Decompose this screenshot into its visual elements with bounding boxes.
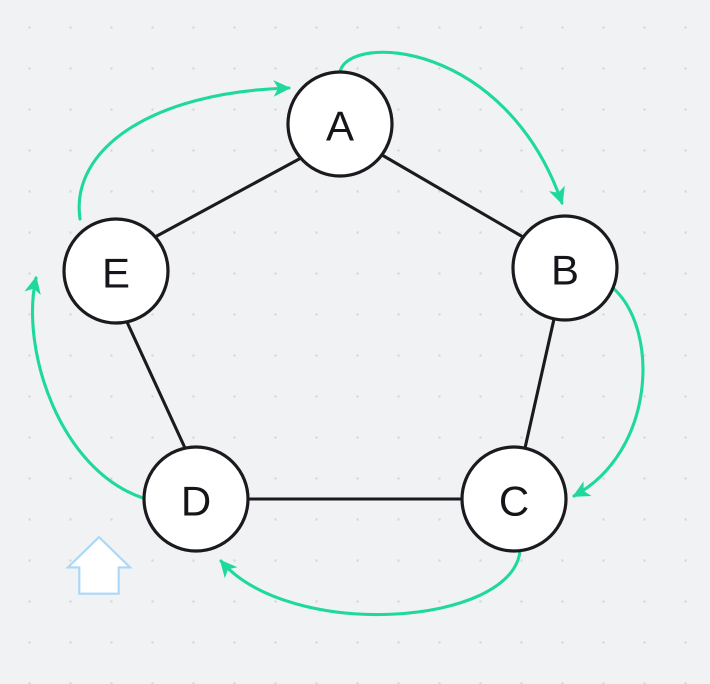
node-C[interactable]: C <box>460 445 568 553</box>
arrow-pointer-shape <box>65 535 133 595</box>
node-E-circle[interactable] <box>62 217 170 325</box>
flow-arrow-group <box>24 50 645 616</box>
node-E-label: E <box>102 250 130 297</box>
node-A-label: A <box>326 103 354 150</box>
node-C-circle[interactable] <box>460 445 568 553</box>
node-D-label: D <box>181 478 211 525</box>
node-C-label: C <box>499 478 529 525</box>
node-D-circle[interactable] <box>142 445 250 553</box>
flow-arrow-E-to-A <box>77 80 291 221</box>
node-B[interactable]: B <box>511 214 619 322</box>
node-D[interactable]: D <box>142 445 250 553</box>
node-A[interactable]: A <box>286 70 394 178</box>
flow-arrow-B-to-C <box>572 286 645 498</box>
edge-D-E <box>125 320 187 450</box>
edge-E-A <box>153 156 303 239</box>
node-A-circle[interactable] <box>286 70 394 178</box>
node-B-circle[interactable] <box>511 214 619 322</box>
arrow-pointer-icon <box>65 535 133 595</box>
node-B-label: B <box>551 247 579 294</box>
flow-arrow-A-to-B <box>338 50 565 205</box>
edge-B-C <box>523 317 556 450</box>
node-group: A B C D E <box>62 70 619 553</box>
flow-arrow-D-to-E <box>24 276 145 500</box>
edge-A-B <box>380 153 525 239</box>
edge-group <box>125 153 556 501</box>
flow-arrow-C-to-D <box>219 549 522 616</box>
node-E[interactable]: E <box>62 217 170 325</box>
